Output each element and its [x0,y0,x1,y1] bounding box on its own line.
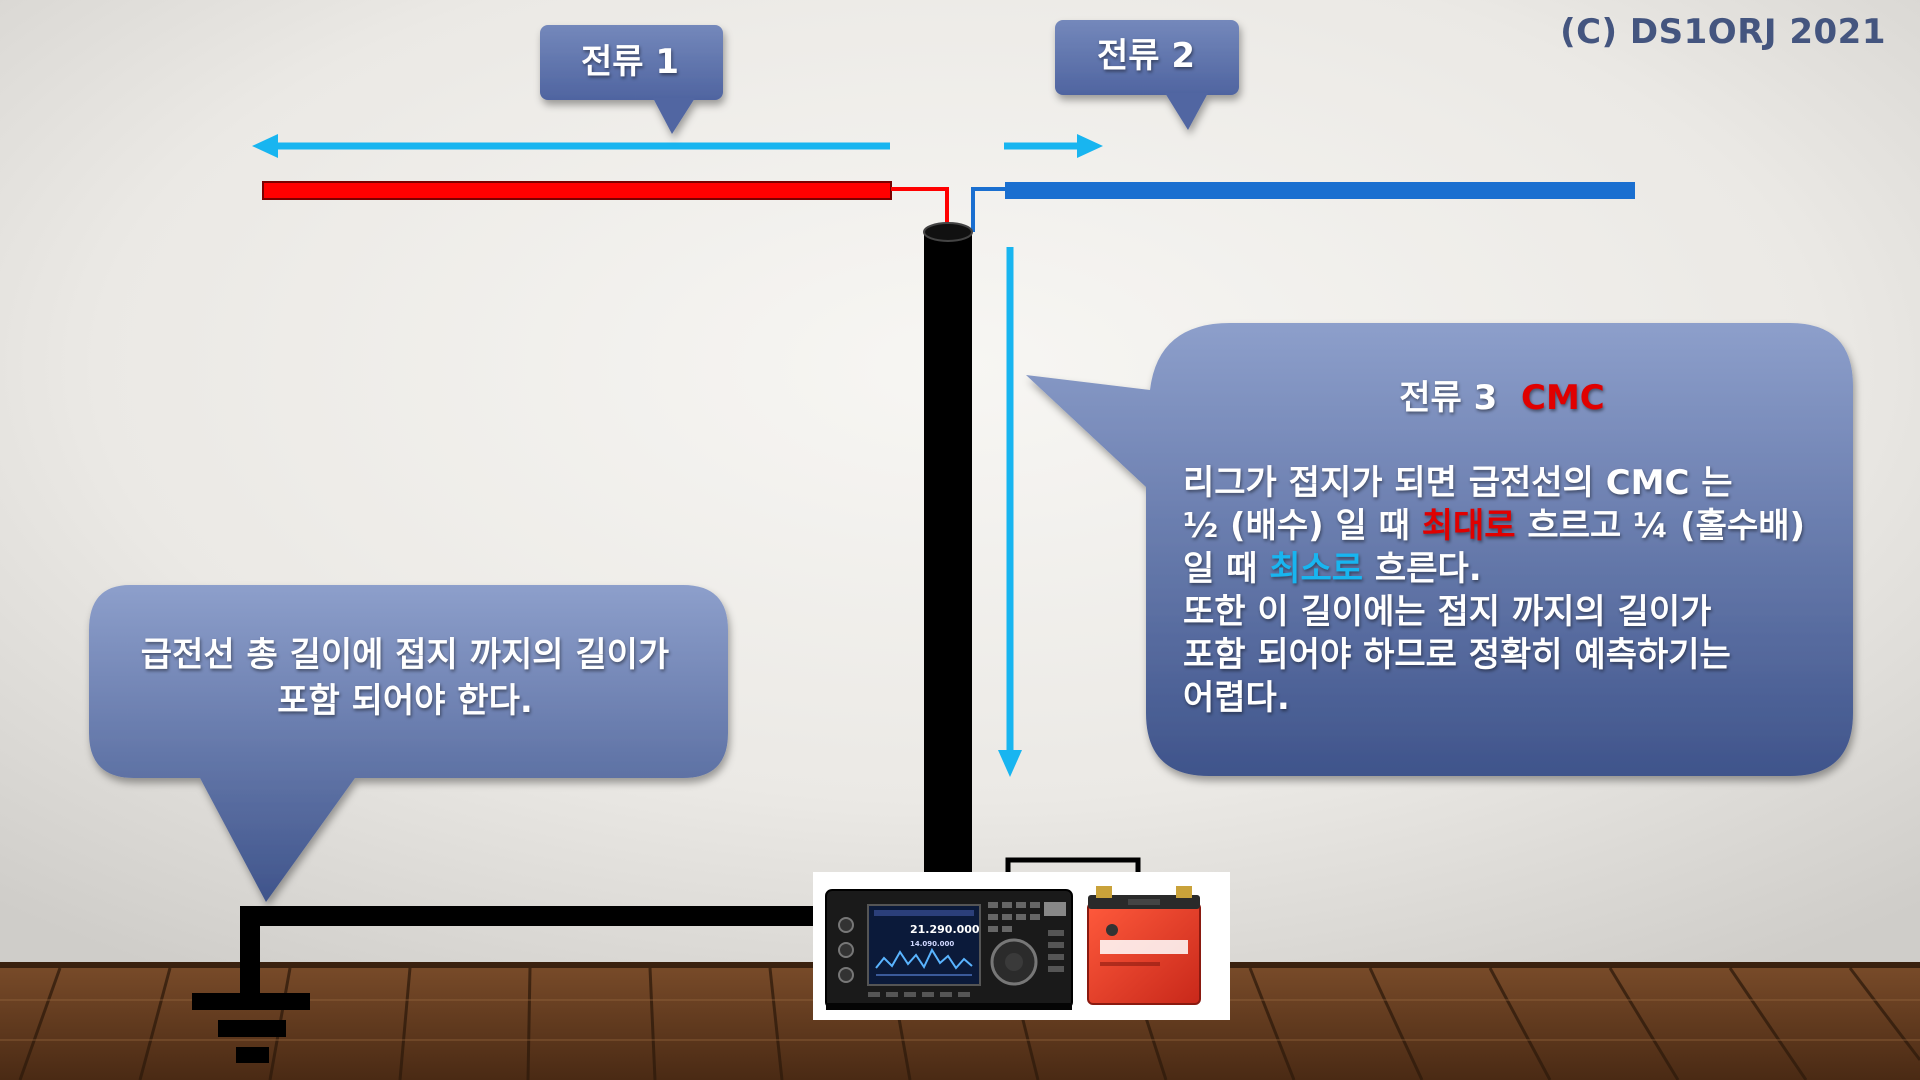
current2-label: 전류 2 [1096,36,1196,76]
current2-arrow-head [1077,134,1103,158]
dipole-right-element [1005,182,1635,199]
left-bubble-line2: 포함 되어야 한다. [277,681,533,721]
cmc-line2-max: 최대로 [1421,506,1516,546]
cmc-line3: 일 때 최소로 흐른다. [1183,548,1863,591]
cmc-body: 리그가 접지가 되면 급전선의 CMC 는 ½ (배수) 일 때 최대로 흐르고… [1183,462,1863,720]
battery [1087,886,1201,1005]
left-bubble-line1: 급전선 총 길이에 접지 까지의 길이가 [140,635,670,675]
ground-wire [240,906,815,1000]
current1-label: 전류 1 [580,42,680,82]
coax-top [923,222,973,242]
cmc-line3-a: 일 때 [1183,549,1270,589]
radio-transceiver: 21.290.000 14.090.000 [825,889,1073,1010]
cmc-line5: 포함 되어야 하므로 정확히 예측하기는 [1183,635,1731,675]
copyright-text: (C) DS1ORJ 2021 [1560,12,1886,52]
radio-freq-main: 21.290.000 [910,923,980,936]
current3-arrow-head [998,750,1022,777]
cmc-title-prefix: 전류 3 [1399,378,1498,418]
left-bubble-text: 급전선 총 길이에 접지 까지의 길이가 포함 되어야 한다. [105,632,705,724]
cmc-bubble [1026,323,1853,776]
current1-arrow-head [252,134,278,158]
cmc-line3-min: 최소로 [1269,549,1364,589]
cmc-line3-b: 흐른다. [1363,549,1482,589]
cmc-line2: ½ (배수) 일 때 최대로 흐르고 ¼ (홀수배) [1183,505,1863,548]
current1-label-box [540,25,723,134]
radio-display [867,904,981,986]
cmc-title: 전류 3 CMC [1146,370,1858,419]
cmc-line6: 어렵다. [1183,678,1290,718]
cmc-title-highlight: CMC [1521,378,1605,418]
feed-wire-blue [971,187,1005,232]
left-bubble [89,585,728,902]
cmc-line1: 리그가 접지가 되면 급전선의 CMC 는 [1183,463,1733,503]
feed-wire-red [891,187,949,232]
cmc-line4: 또한 이 길이에는 접지 까지의 길이가 [1183,592,1712,632]
current2-label-box [1055,20,1239,130]
radio-freq-sub: 14.090.000 [910,940,954,948]
cmc-line2-a: ½ (배수) 일 때 [1183,506,1422,546]
cmc-line2-b: 흐르고 ¼ (홀수배) [1515,506,1806,546]
ground-symbol [192,993,310,1063]
dipole-left-element [262,181,892,200]
coax-feedline [924,232,972,892]
